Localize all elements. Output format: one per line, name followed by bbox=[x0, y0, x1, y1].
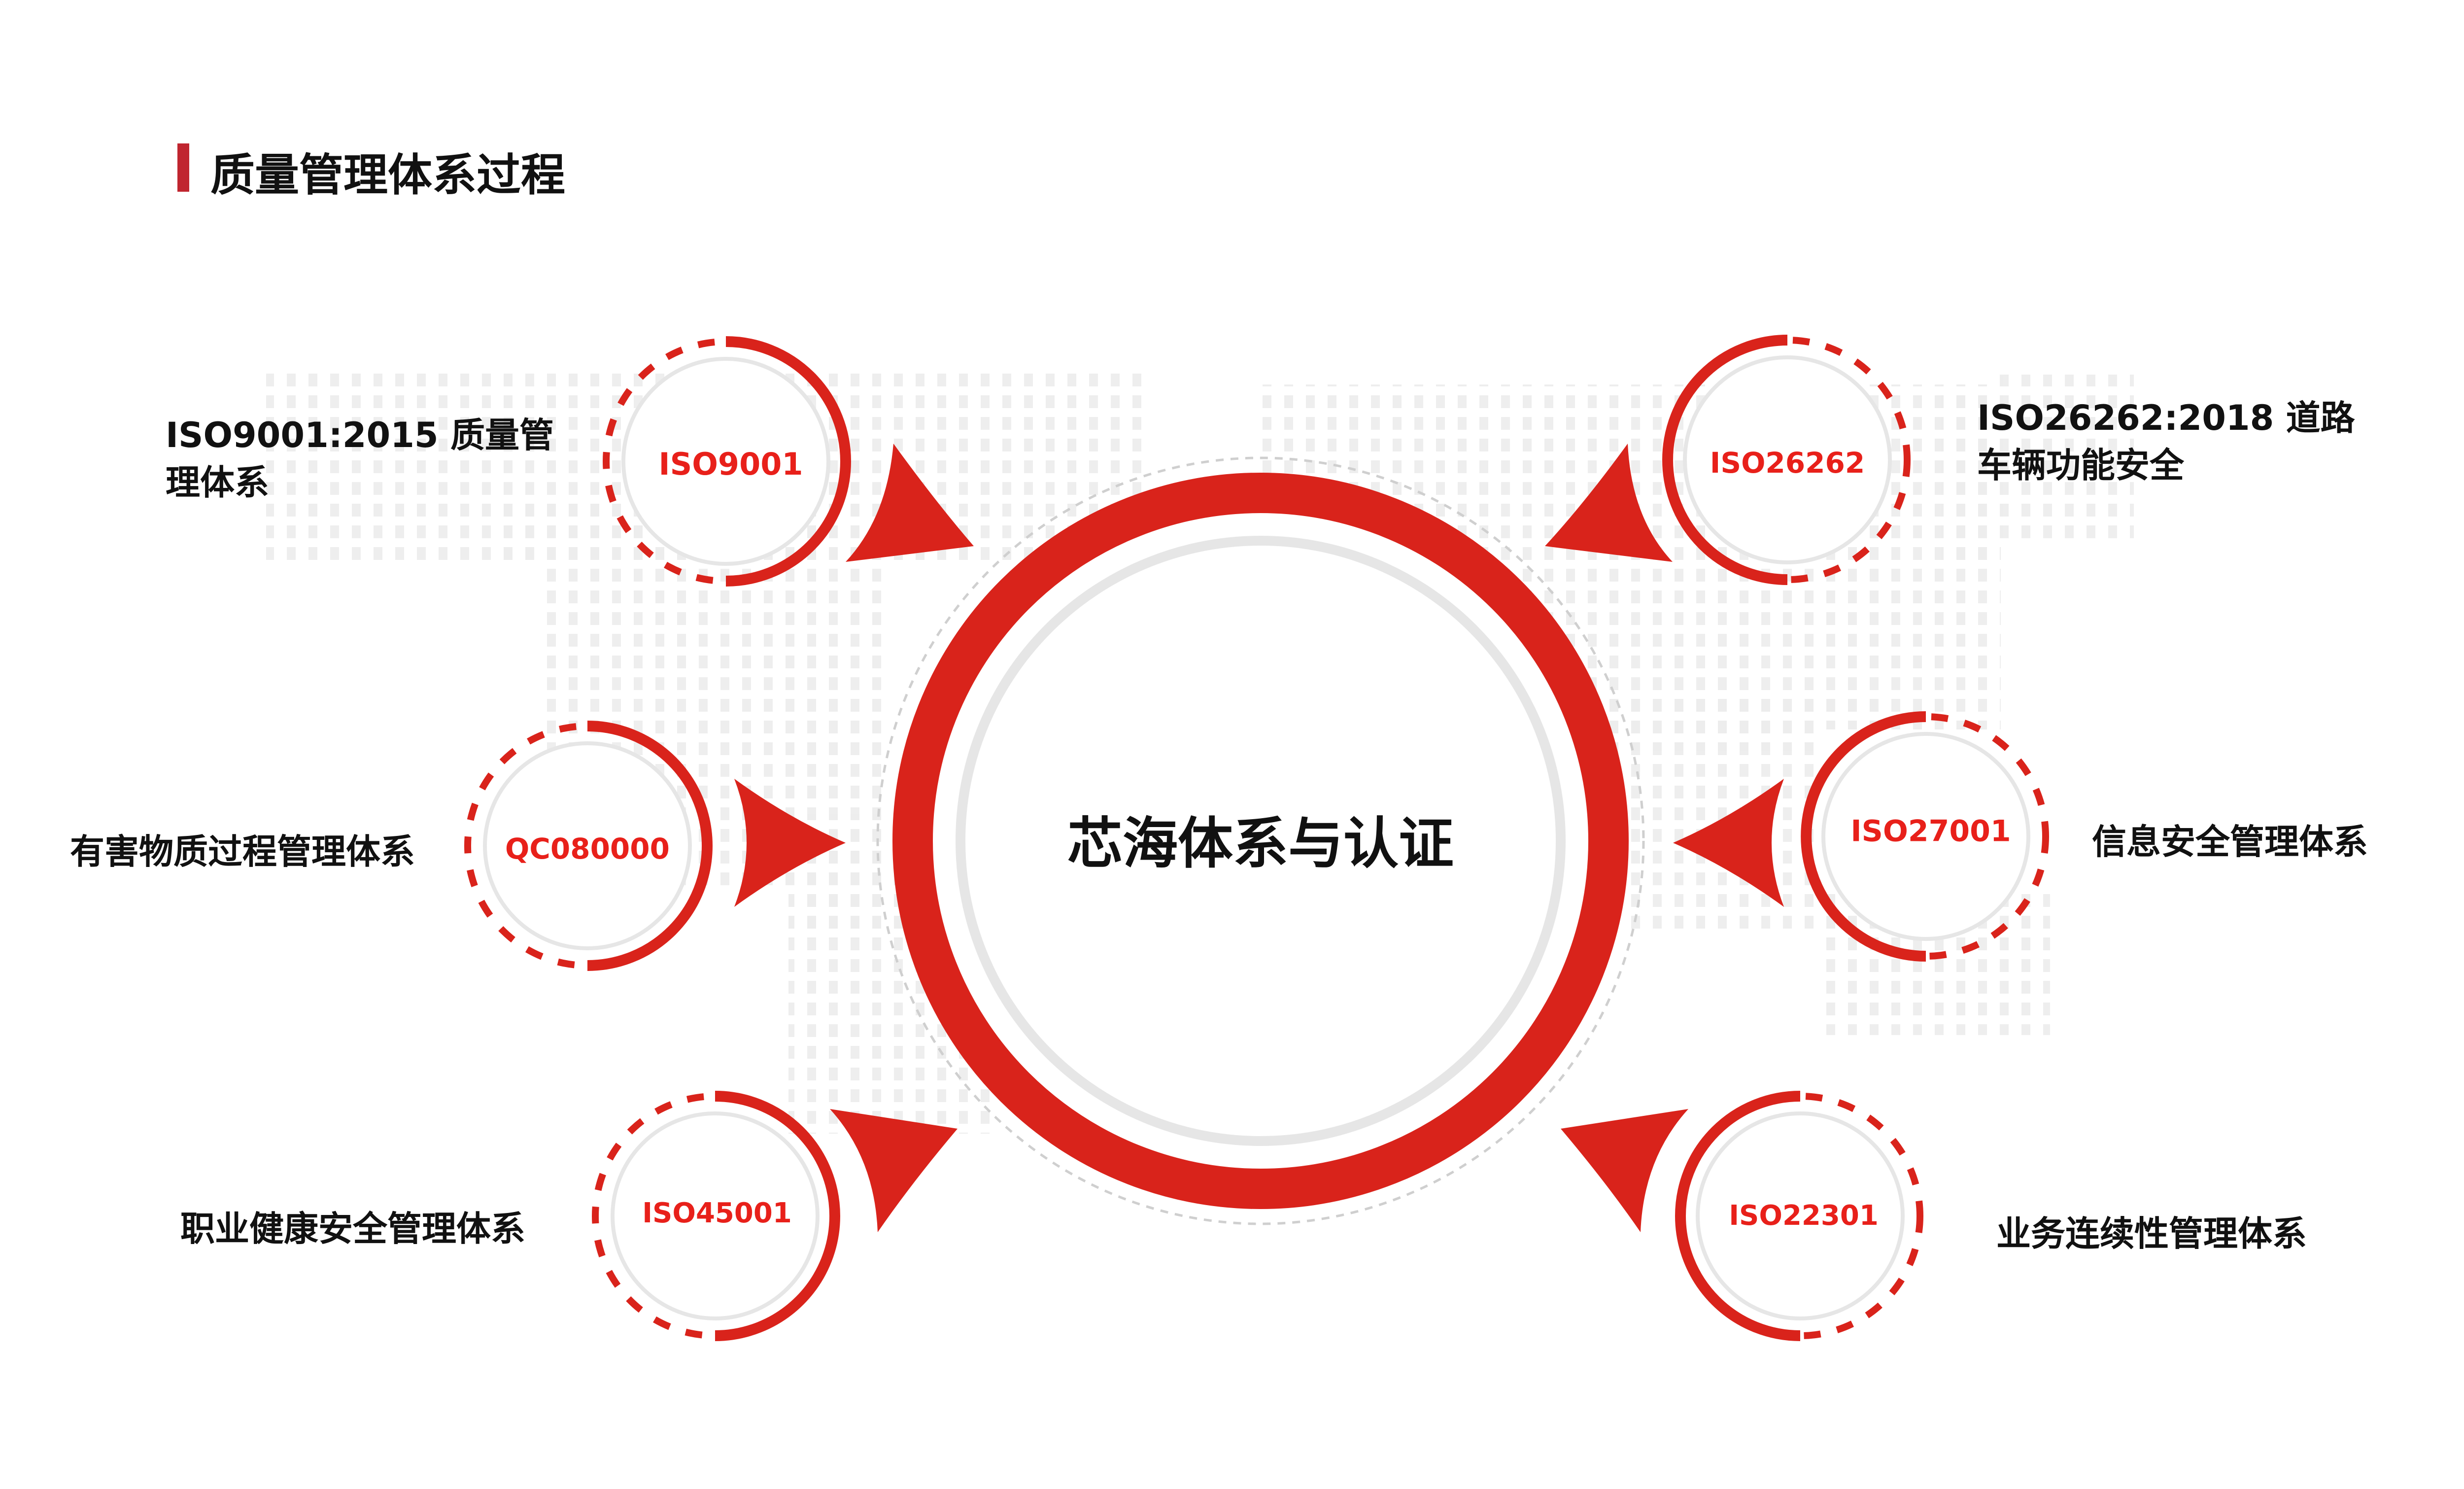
title-accent-bar bbox=[177, 143, 189, 192]
node-code: ISO9001 bbox=[659, 446, 803, 482]
node-iso26262: ISO26262 bbox=[1662, 335, 1911, 585]
arrow-iso45001 bbox=[830, 1109, 958, 1232]
label-iso22301: 业务连续性管理体系 bbox=[1996, 1213, 2307, 1254]
node-iso9001: ISO9001 bbox=[603, 336, 851, 587]
node-code: ISO27001 bbox=[1850, 814, 2011, 849]
node-iso27001: ISO27001 bbox=[1801, 711, 2049, 962]
node-iso45001: ISO45001 bbox=[592, 1091, 840, 1341]
node-code: ISO26262 bbox=[1710, 446, 1865, 480]
page-title: 质量管理体系过程 bbox=[210, 149, 565, 201]
label-iso26262: ISO26262:2018 道路车辆功能安全 bbox=[1977, 398, 2355, 485]
arrow-qc080000 bbox=[734, 779, 846, 907]
node-code: QC080000 bbox=[505, 832, 670, 866]
arrow-iso9001 bbox=[846, 444, 974, 562]
node-code: ISO22301 bbox=[1729, 1200, 1879, 1232]
label-iso27001: 信息安全管理体系 bbox=[2092, 822, 2368, 862]
label-iso45001: 职业健康安全管理体系 bbox=[180, 1209, 525, 1249]
arrow-iso27001 bbox=[1673, 779, 1784, 907]
node-code: ISO45001 bbox=[642, 1197, 792, 1229]
arrow-iso26262 bbox=[1545, 444, 1673, 562]
center-label: 芯海体系与认证 bbox=[1067, 812, 1454, 876]
label-iso9001: ISO9001:2015 质量管理体系 bbox=[166, 415, 554, 503]
label-qc080000: 有害物质过程管理体系 bbox=[70, 831, 415, 872]
node-iso22301: ISO22301 bbox=[1675, 1091, 1923, 1341]
world-map-background bbox=[266, 365, 2134, 1134]
central-hub: 芯海体系与认证 bbox=[876, 456, 1645, 1225]
node-qc080000: QC080000 bbox=[464, 721, 713, 971]
arrows bbox=[734, 444, 1784, 1232]
arrow-iso22301 bbox=[1561, 1109, 1688, 1232]
